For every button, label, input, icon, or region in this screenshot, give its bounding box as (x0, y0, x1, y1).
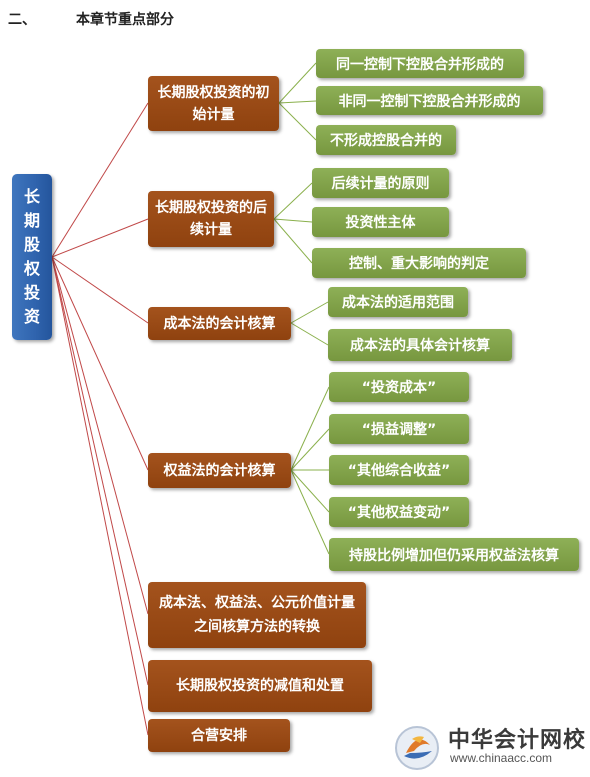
branch-label: 长期股权投资的后续计量 (155, 200, 267, 238)
leaf-item: 持股比例增加但仍采用权益法核算 (329, 538, 579, 571)
leaf-item: 投资性主体 (312, 207, 449, 237)
branch-joint-arrangements: 合营安排 (148, 719, 290, 752)
leaf-item: 成本法的适用范围 (328, 287, 468, 317)
section-title: 本章节重点部分 (76, 12, 174, 28)
leaf-item: “其他综合收益” (329, 455, 469, 485)
branch-label: 成本法、权益法、公元价值计量之间核算方法的转换 (159, 595, 355, 635)
leaf-item: 非同一控制下控股合并形成的 (316, 86, 543, 115)
leaf-label: 非同一控制下控股合并形成的 (338, 93, 521, 110)
branch-label: 权益法的会计核算 (163, 462, 276, 479)
root-label: 长期股权投资 (23, 187, 40, 326)
leaf-item: 后续计量的原则 (312, 168, 449, 198)
leaf-label: 后续计量的原则 (331, 176, 430, 192)
leaf-label: “其他综合收益” (347, 463, 451, 479)
branch-method-conversion: 成本法、权益法、公元价值计量之间核算方法的转换 (148, 582, 366, 648)
section-number: 二、 (8, 12, 36, 28)
watermark-name: 中华会计网校 (448, 728, 587, 753)
root-node: 长期股权投资 (12, 174, 52, 340)
watermark-url: www.chinaacc.com (450, 751, 553, 765)
branch-label: 合营安排 (191, 727, 247, 744)
leaf-label: 不形成控股合并的 (330, 133, 442, 149)
branch-subsequent-measurement: 长期股权投资的后续计量 (148, 191, 274, 247)
branch-initial-measurement: 长期股权投资的初始计量 (148, 76, 279, 131)
leaf-item: 控制、重大影响的判定 (312, 248, 526, 278)
section-heading: 二、 本章节重点部分 (8, 9, 174, 29)
branch-cost-method: 成本法的会计核算 (148, 307, 291, 340)
branch-impairment-disposal: 长期股权投资的减值和处置 (148, 660, 372, 712)
leaf-label: “损益调整” (361, 422, 437, 438)
branch-equity-method: 权益法的会计核算 (148, 453, 291, 488)
branch-label: 长期股权投资的初始计量 (157, 84, 270, 123)
leaf-item: “其他权益变动” (329, 497, 469, 527)
chinaacc-logo-icon (395, 726, 439, 770)
leaf-label: 投资性主体 (345, 215, 416, 231)
leaf-item: 同一控制下控股合并形成的 (316, 49, 524, 78)
leaf-label: “其他权益变动” (347, 505, 451, 521)
leaf-item: 成本法的具体会计核算 (328, 329, 512, 361)
leaf-label: 控制、重大影响的判定 (349, 256, 489, 272)
leaf-item: “投资成本” (329, 372, 469, 402)
branch-label: 成本法的会计核算 (163, 315, 276, 332)
leaf-label: 同一控制下控股合并形成的 (336, 56, 504, 73)
leaf-label: “投资成本” (361, 380, 437, 396)
branch-label: 长期股权投资的减值和处置 (176, 678, 344, 694)
leaf-label: 持股比例增加但仍采用权益法核算 (349, 547, 559, 564)
leaf-item: “损益调整” (329, 414, 469, 444)
chinaacc-watermark: 中华会计网校 www.chinaacc.com (392, 720, 588, 772)
leaf-item: 不形成控股合并的 (316, 125, 456, 155)
leaf-label: 成本法的具体会计核算 (350, 338, 490, 354)
leaf-label: 成本法的适用范围 (342, 295, 454, 311)
